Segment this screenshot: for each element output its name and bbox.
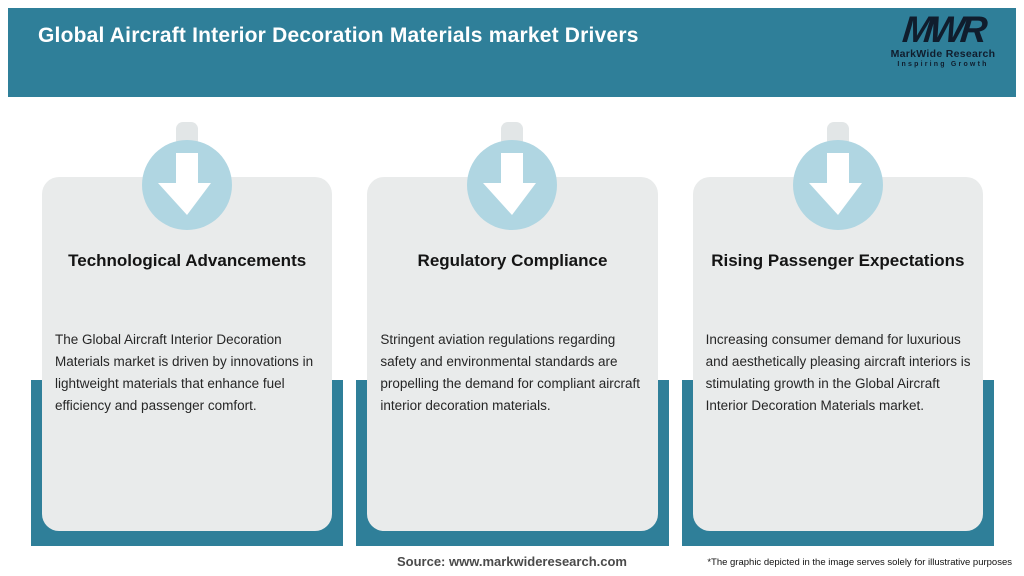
card-body-text: The Global Aircraft Interior Decoration … [55, 332, 314, 413]
down-arrow-icon [792, 140, 883, 230]
card-body-text: Stringent aviation regulations regarding… [380, 332, 640, 413]
card-body-text: Increasing consumer demand for luxurious… [705, 332, 971, 413]
down-arrow-icon [142, 140, 233, 230]
card-surface [42, 177, 333, 531]
drivers-cards-row: Technological Advancements The Global Ai… [31, 122, 994, 546]
card-surface [692, 177, 983, 531]
driver-card-rising-passenger-expectations: Rising Passenger Expectations Increasing… [681, 122, 994, 546]
logo-name: MarkWide Research [890, 48, 996, 60]
disclaimer-note: *The graphic depicted in the image serve… [707, 557, 1012, 568]
card-title: Regulatory Compliance [417, 251, 608, 270]
card-surface [367, 177, 658, 531]
card-title: Technological Advancements [68, 251, 307, 270]
driver-card-regulatory-compliance: Regulatory Compliance Stringent aviation… [356, 122, 669, 546]
page-title: Global Aircraft Interior Decoration Mate… [38, 24, 639, 47]
logo-monogram: MWR [900, 9, 986, 50]
header-bar: Global Aircraft Interior Decoration Mate… [8, 8, 1016, 97]
logo-tagline: Inspiring Growth [897, 61, 989, 68]
markwide-research-logo: MWR MarkWide Research Inspiring Growth [888, 9, 998, 68]
down-arrow-icon [467, 140, 558, 230]
source-attribution: Source: www.markwideresearch.com [396, 554, 627, 569]
driver-card-technological-advancements: Technological Advancements The Global Ai… [31, 122, 344, 546]
card-title: Rising Passenger Expectations [711, 251, 965, 270]
